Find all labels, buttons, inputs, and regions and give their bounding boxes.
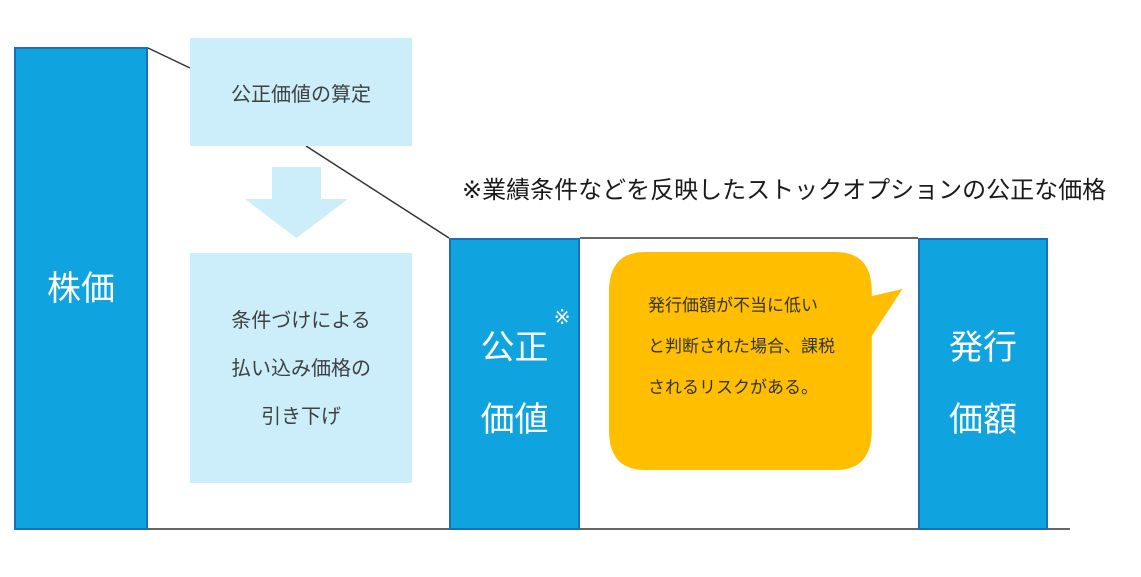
- fair-value-label-line-2: 価値: [480, 400, 549, 440]
- fair-value-calculation-label: 公正価値の算定: [231, 81, 371, 106]
- condition-line-1: 条件づけによる: [231, 308, 371, 332]
- risk-callout-bubble: [609, 252, 903, 470]
- calc-to-fair-value-line: [305, 145, 450, 239]
- fair-value-footnote: ※業績条件などを反映したストックオプションの公正な価格: [462, 176, 1107, 204]
- fair-value-bar: 公正※ 価値: [449, 238, 580, 530]
- callout-line-2: と判断された場合、課税: [648, 337, 835, 357]
- stock-to-calc-line: [147, 47, 191, 69]
- conditional-price-reduction-box: 条件づけによる 払い込み価格の 引き下げ: [190, 253, 412, 483]
- footnote-mark: ※: [553, 305, 571, 329]
- down-arrow-icon: [245, 167, 348, 238]
- condition-line-3: 引き下げ: [261, 404, 341, 428]
- risk-callout-text: 発行価額が不当に低い と判断された場合、課税 されるリスクがある。: [648, 298, 888, 421]
- callout-line-1: 発行価額が不当に低い: [648, 296, 818, 316]
- fair-value-calculation-box: 公正価値の算定: [190, 38, 412, 146]
- fair-value-label-line-1: 公正※: [480, 305, 571, 368]
- condition-line-2: 払い込み価格の: [231, 356, 371, 380]
- callout-line-3: されるリスクがある。: [648, 378, 818, 398]
- issue-price-label-line-1: 発行: [949, 328, 1017, 368]
- issue-price-label-line-2: 価額: [949, 400, 1017, 440]
- issue-price-bar: 発行 価額: [918, 238, 1048, 530]
- stock-price-bar: 株価: [14, 47, 148, 530]
- stock-price-label: 株価: [47, 268, 115, 309]
